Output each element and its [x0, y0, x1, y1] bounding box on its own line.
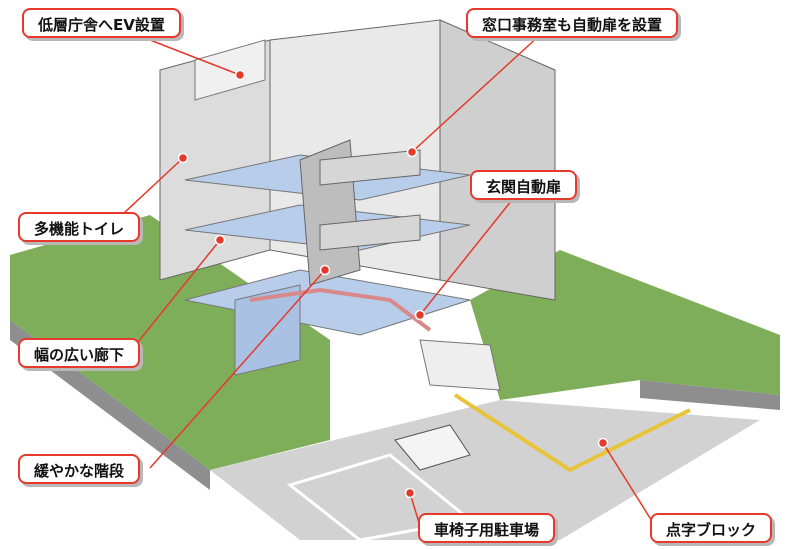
- leader-line-corridor: [129, 239, 221, 353]
- label-ev-installation: 低層庁舎へEV設置: [22, 8, 181, 38]
- parking-lot: [210, 400, 760, 540]
- leader-line-stairs: [149, 269, 326, 469]
- rooftop-box: [194, 39, 266, 101]
- label-wide-corridor: 幅の広い廊下: [18, 338, 141, 368]
- leader-dot-ev: [234, 69, 246, 81]
- label-office-auto-door: 窓口事務室も自動扉を設置: [466, 8, 679, 38]
- leader-line-ev: [149, 39, 241, 76]
- leader-line-entrance-door: [419, 189, 521, 316]
- leader-dot-office-door: [406, 146, 418, 158]
- ground-edge-right: [640, 380, 780, 410]
- label-wheelchair-parking: 車椅子用駐車場: [418, 513, 556, 543]
- building-right-wall: [439, 19, 556, 301]
- balcony-upper: [319, 149, 421, 186]
- wheelchair-route: [249, 287, 432, 332]
- braille-block-path: [453, 393, 691, 473]
- leader-dot-corridor: [214, 234, 226, 246]
- floor-1: [184, 269, 471, 336]
- leader-dot-braille: [597, 437, 609, 449]
- leader-line-braille: [602, 442, 656, 527]
- leader-line-office-door: [411, 34, 541, 153]
- leader-dot-parking: [404, 487, 416, 499]
- label-multipurpose-toilet: 多機能トイレ: [18, 212, 141, 242]
- leader-dot-toilet: [177, 152, 189, 164]
- label-entrance-auto-door: 玄関自動扉: [470, 170, 578, 200]
- leader-dot-entrance-door: [414, 309, 426, 321]
- leader-dot-stairs: [319, 264, 331, 276]
- label-braille-block: 点字ブロック: [650, 513, 773, 543]
- parked-car: [394, 424, 471, 471]
- entrance-steps: [419, 339, 501, 391]
- grass-left: [10, 215, 330, 470]
- balcony-middle: [319, 214, 421, 251]
- label-gentle-stairs: 緩やかな階段: [18, 454, 141, 484]
